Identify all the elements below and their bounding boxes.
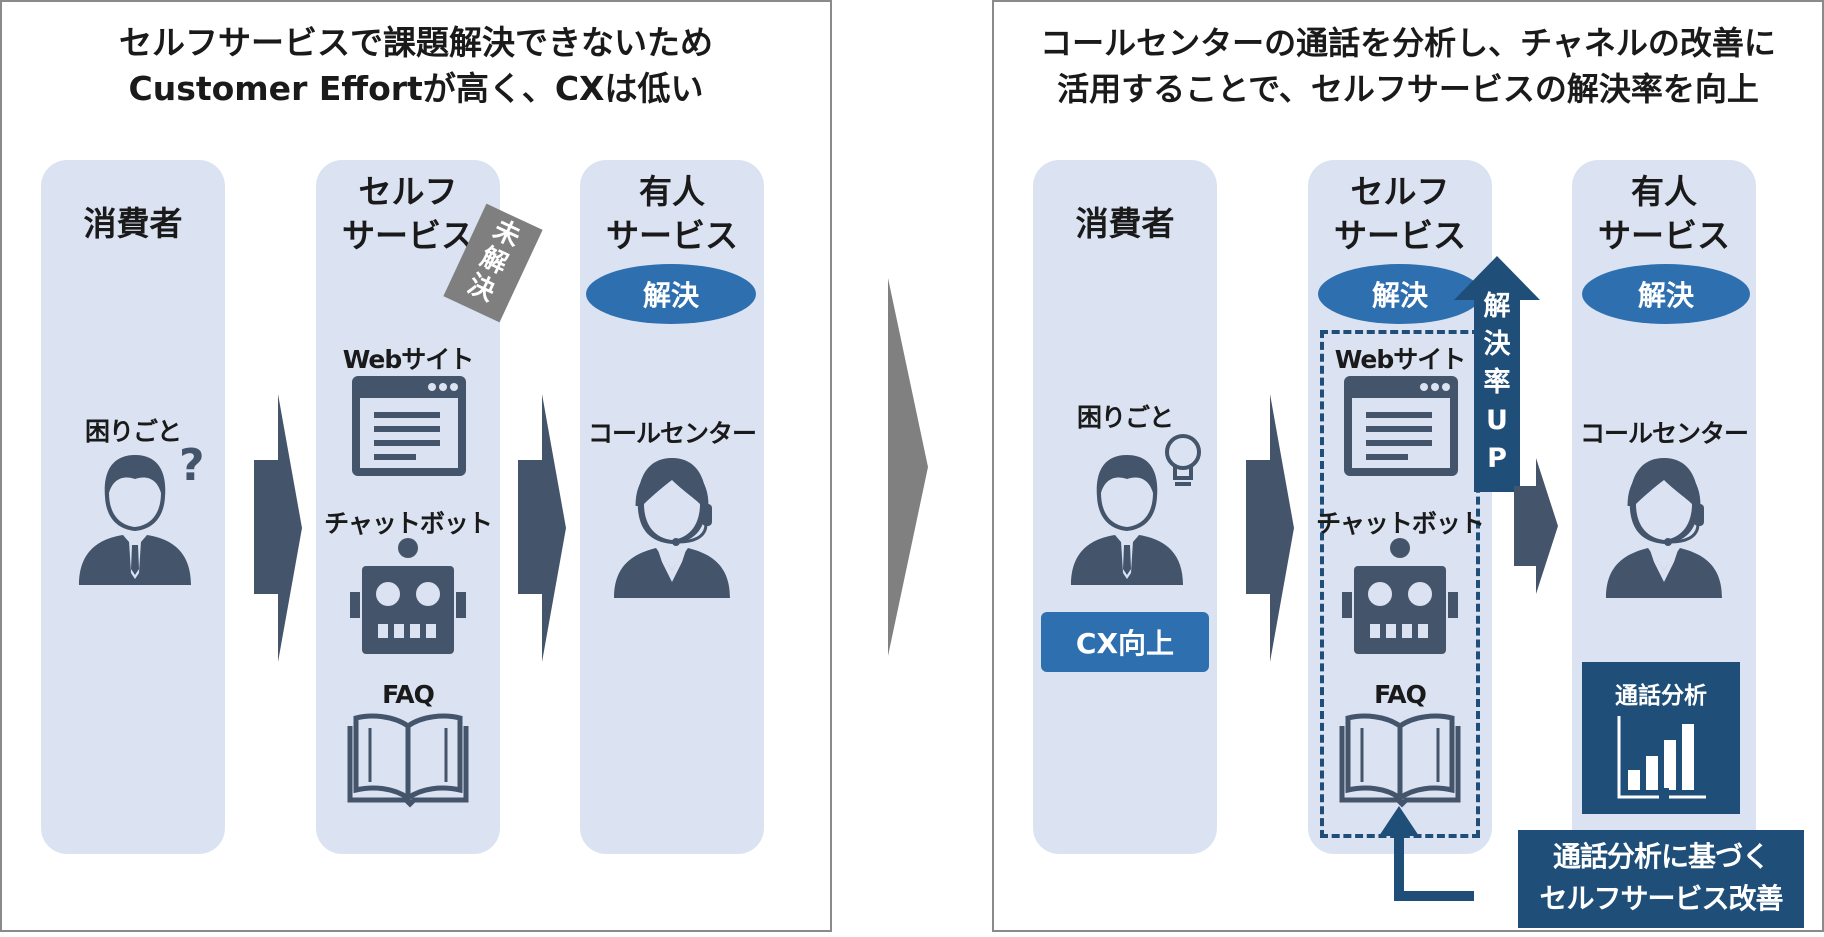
flow-arrow-1	[254, 394, 302, 662]
r-self-resolved-badge: 解決	[1318, 264, 1482, 324]
self-header-line2: サービス	[342, 216, 474, 255]
robot-icon	[350, 538, 466, 654]
improvement-line1: 通話分析に基づく	[1552, 840, 1770, 873]
web-label: Webサイト	[342, 345, 475, 374]
staffed-service-column: 有人 サービス 解決 コールセンター	[580, 160, 764, 854]
question-mark-icon: ?	[179, 440, 205, 491]
open-book-icon	[347, 713, 469, 808]
right-title-line1: コールセンターの通話を分析し、チャネルの改善に	[1040, 24, 1776, 62]
improvement-line2: セルフサービス改善	[1539, 882, 1783, 915]
r-staffed-service-column: 有人 サービス 解決 コールセンター 通話分析	[1572, 160, 1756, 854]
left-title: セルフサービスで課題解決できないため Customer Effortが高く、CX…	[2, 20, 830, 112]
rate-up-arrow-icon	[1454, 256, 1540, 492]
self-header-line1: セルフ	[358, 172, 458, 211]
r-faq-label: FAQ	[1374, 680, 1427, 709]
cx-up-badge: CX向上	[1041, 612, 1209, 672]
r-self-service-column: セルフ サービス 解決 Webサイト チャットボット FAQ	[1308, 160, 1492, 854]
improvement-box: 通話分析に基づく セルフサービス改善	[1518, 830, 1804, 928]
lightbulb-icon	[1165, 434, 1201, 486]
transition-arrow	[888, 278, 928, 656]
right-title-line2: 活用することで、セルフサービスの解決率を向上	[1057, 70, 1759, 108]
resolved-badge: 解決	[586, 264, 756, 324]
faq-label: FAQ	[382, 680, 435, 709]
rate-up-char-4: U	[1486, 405, 1508, 436]
bar-chart-icon	[1617, 716, 1706, 799]
r-self-service-header: セルフ サービス	[1308, 170, 1492, 258]
operator-icon	[614, 458, 730, 598]
r-businessman-icon	[1071, 455, 1183, 585]
r-staffed-header-line2: サービス	[1598, 216, 1730, 255]
r-consumer-column: 消費者 困りごと CX向上	[1033, 160, 1217, 854]
r-self-header-line2: サービス	[1334, 216, 1466, 255]
r-flow-arrow-2	[1514, 458, 1558, 594]
r-browser-window-icon	[1344, 376, 1458, 476]
rate-up-char-1: 解	[1483, 291, 1511, 322]
businessman-icon	[79, 455, 191, 585]
r-callcenter-label: コールセンター	[1579, 419, 1749, 448]
consumer-trouble-label: 困りごと	[84, 417, 182, 446]
r-open-book-icon	[1339, 713, 1461, 808]
r-robot-icon	[1342, 538, 1458, 654]
right-title: コールセンターの通話を分析し、チャネルの改善に 活用することで、セルフサービスの…	[994, 20, 1822, 112]
left-panel: セルフサービスで課題解決できないため Customer Effortが高く、CX…	[0, 0, 832, 932]
r-staffed-header-line1: 有人	[1631, 172, 1697, 211]
r-operator-icon	[1606, 458, 1722, 598]
r-self-header-line1: セルフ	[1350, 172, 1450, 211]
consumer-header: 消費者	[83, 204, 183, 243]
callcenter-label: コールセンター	[587, 419, 757, 448]
left-title-line2: Customer Effortが高く、CXは低い	[128, 69, 704, 108]
rate-up-char-5: P	[1487, 443, 1507, 474]
rate-up-char-3: 率	[1483, 367, 1511, 398]
rate-up-text: 解 決 率 U P	[1474, 288, 1520, 478]
left-title-line1: セルフサービスで課題解決できないため	[119, 23, 713, 62]
rate-up-char-2: 決	[1483, 329, 1511, 360]
staffed-service-header: 有人 サービス	[580, 170, 764, 258]
browser-window-icon	[352, 376, 466, 476]
staffed-header-line1: 有人	[639, 172, 705, 211]
r-consumer-header: 消費者	[1075, 204, 1175, 243]
r-staffed-resolved-badge: 解決	[1582, 264, 1750, 324]
flow-arrow-2	[518, 394, 566, 662]
r-staffed-service-header: 有人 サービス	[1572, 170, 1756, 258]
right-panel: コールセンターの通話を分析し、チャネルの改善に 活用することで、セルフサービスの…	[992, 0, 1824, 932]
self-service-header: セルフ サービス	[316, 170, 500, 258]
feedback-loop-arrow	[1379, 788, 1719, 901]
chatbot-label: チャットボット	[324, 509, 493, 538]
consumer-column: 消費者 困りごと ?	[41, 160, 225, 854]
r-consumer-trouble-label: 困りごと	[1076, 403, 1174, 432]
r-flow-arrow-1	[1246, 394, 1294, 662]
call-analysis-label: 通話分析	[1615, 683, 1707, 709]
r-chatbot-label: チャットボット	[1316, 509, 1485, 538]
r-web-label: Webサイト	[1334, 345, 1467, 374]
staffed-header-line2: サービス	[606, 216, 738, 255]
